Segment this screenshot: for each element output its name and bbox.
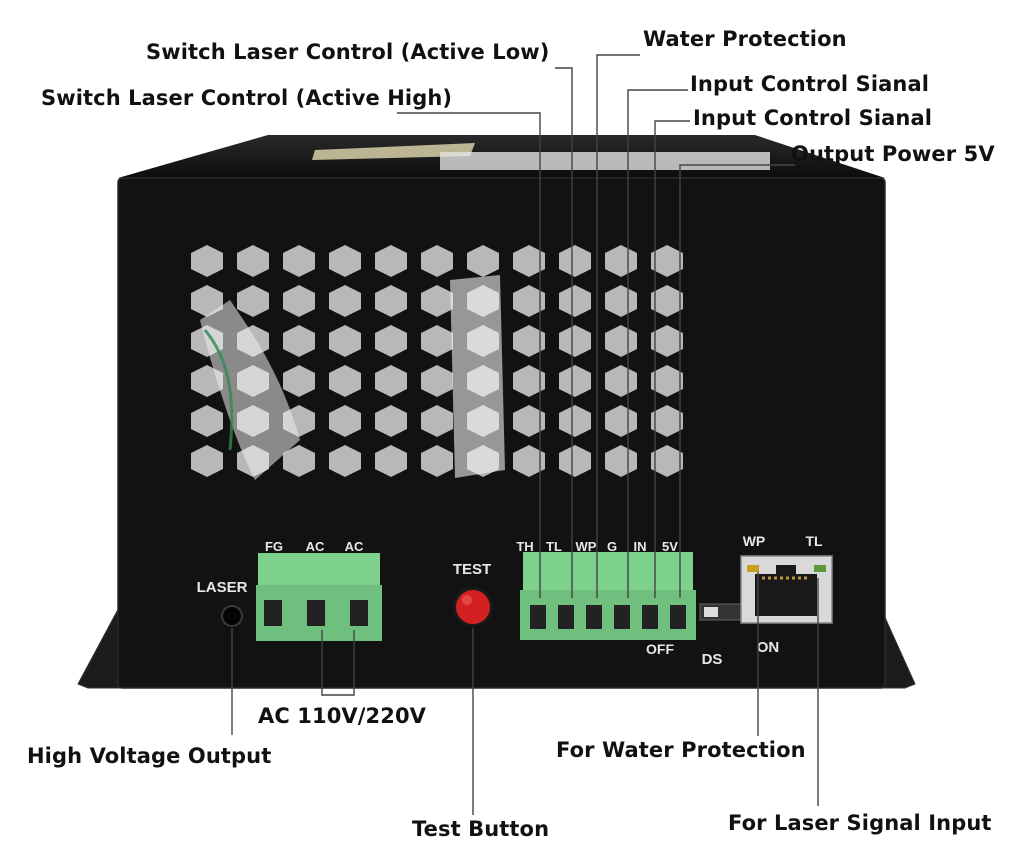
terminal-label-5v: 5V bbox=[662, 539, 678, 554]
leader-lines bbox=[231, 54, 819, 815]
laser-port-label: LASER bbox=[197, 579, 248, 596]
callout-active-low: Switch Laser Control (Active Low) bbox=[146, 40, 550, 64]
terminal-label-th: TH bbox=[516, 539, 533, 554]
test-button-highlight bbox=[462, 595, 472, 605]
terminal-label-g: G bbox=[607, 539, 617, 554]
ac-terminal-label-ac2: AC bbox=[345, 539, 364, 554]
signal-terminal-block bbox=[520, 552, 696, 640]
rj45-wp-label: WP bbox=[743, 533, 766, 549]
callout-output-power: Output Power 5V bbox=[791, 142, 995, 166]
callout-active-high: Switch Laser Control (Active High) bbox=[41, 86, 453, 110]
ac-terminal-block bbox=[256, 553, 382, 641]
test-label: TEST bbox=[453, 561, 491, 578]
ventilation-grille bbox=[182, 237, 693, 488]
terminal-label-tl: TL bbox=[546, 539, 562, 554]
ac-terminal-label-fg: FG bbox=[265, 539, 283, 554]
rj45-tl-label: TL bbox=[805, 533, 823, 549]
callout-water-protection: Water Protection bbox=[643, 27, 847, 51]
ac-terminal-label-ac1: AC bbox=[306, 539, 325, 554]
callout-test-button: Test Button bbox=[412, 817, 550, 841]
callout-ac-input: AC 110V/220V bbox=[258, 704, 427, 728]
top-sticker-white bbox=[440, 152, 770, 170]
laser-output-port bbox=[221, 605, 243, 627]
ds-on-label: ON bbox=[757, 639, 780, 656]
callout-for-water-protection: For Water Protection bbox=[556, 738, 806, 762]
terminal-label-in: IN bbox=[634, 539, 647, 554]
rj45-port bbox=[740, 555, 833, 624]
ds-label: DS bbox=[702, 651, 723, 668]
top-label-sticker bbox=[312, 143, 475, 160]
callout-input-control-signal-2: Input Control Sianal bbox=[693, 106, 933, 130]
ds-off-label: OFF bbox=[646, 641, 674, 657]
terminal-label-wp: WP bbox=[576, 539, 597, 554]
callout-for-laser-signal: For Laser Signal Input bbox=[728, 811, 992, 835]
test-button[interactable] bbox=[456, 590, 490, 624]
callout-high-voltage-output: High Voltage Output bbox=[27, 744, 272, 768]
callout-input-control-signal-1: Input Control Sianal bbox=[690, 72, 930, 96]
ds-switch-toggle[interactable] bbox=[704, 607, 718, 617]
